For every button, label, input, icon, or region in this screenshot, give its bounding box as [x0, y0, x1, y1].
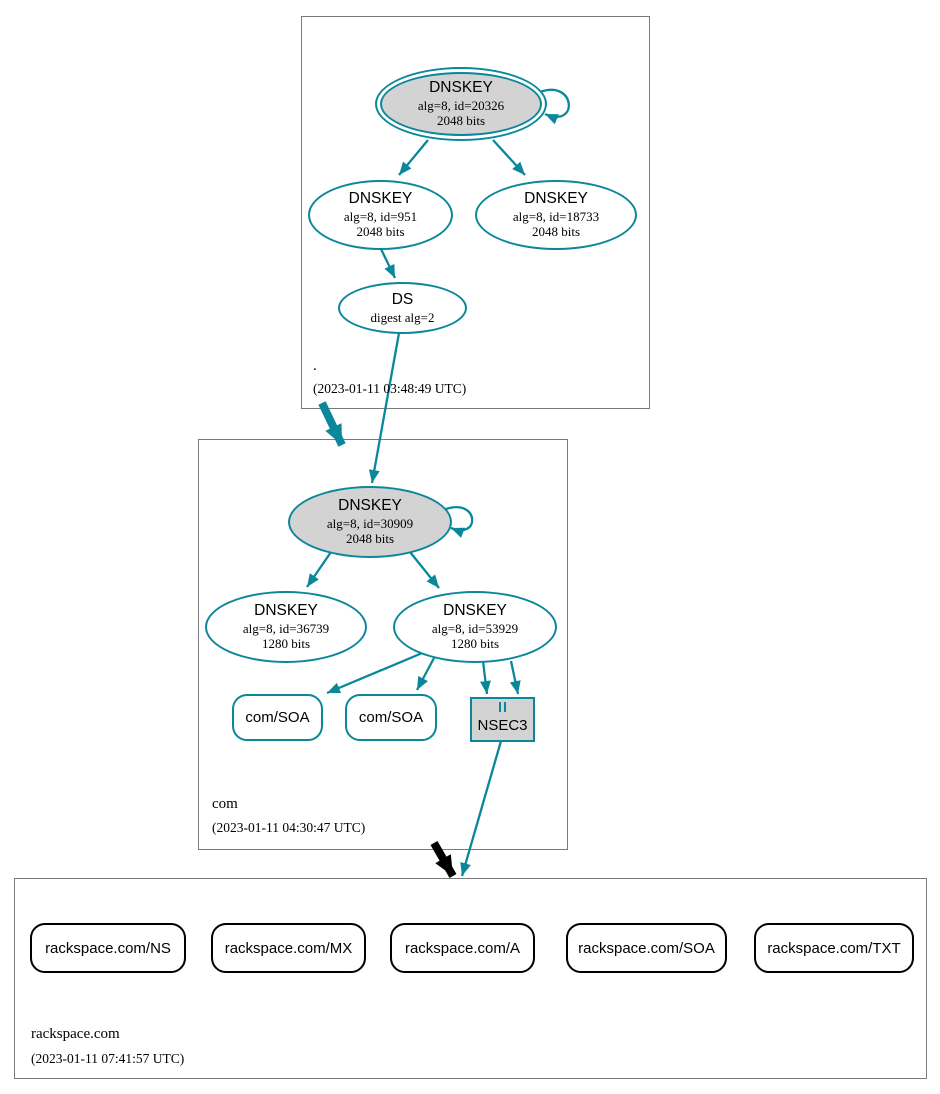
- nsec3-cell: [499, 702, 501, 712]
- node-rackspace-soa[interactable]: rackspace.com/SOA: [566, 923, 727, 973]
- node-root-dnskey-ksk-20326[interactable]: DNSKEY alg=8, id=20326 2048 bits: [375, 67, 547, 141]
- node-com-dnskey-36739[interactable]: DNSKEY alg=8, id=36739 1280 bits: [205, 591, 367, 663]
- node-root-dnskey-951[interactable]: DNSKEY alg=8, id=951 2048 bits: [308, 180, 453, 250]
- node-alg: alg=8, id=18733: [512, 208, 600, 224]
- rrset-label: com/SOA: [358, 709, 424, 726]
- rrset-label: com/SOA: [245, 709, 310, 726]
- node-title: DNSKEY: [348, 190, 413, 208]
- node-rackspace-ns[interactable]: rackspace.com/NS: [30, 923, 186, 973]
- node-com-soa-1[interactable]: com/SOA: [232, 694, 323, 741]
- node-bits: 2048 bits: [356, 224, 405, 240]
- zone-timestamp-root: (2023-01-11 03:48:49 UTC): [313, 381, 467, 396]
- node-com-dnskey-53929[interactable]: DNSKEY alg=8, id=53929 1280 bits: [393, 591, 557, 663]
- node-root-dnskey-18733[interactable]: DNSKEY alg=8, id=18733 2048 bits: [475, 180, 637, 250]
- nsec3-label: NSEC3: [477, 716, 528, 734]
- rrset-label: rackspace.com/NS: [45, 939, 171, 957]
- node-com-dnskey-ksk-30909[interactable]: DNSKEY alg=8, id=30909 2048 bits: [288, 486, 452, 558]
- node-bits: 2048 bits: [345, 531, 395, 547]
- node-root-ds[interactable]: DS digest alg=2: [338, 282, 467, 334]
- node-rackspace-mx[interactable]: rackspace.com/MX: [211, 923, 366, 973]
- node-title: DNSKEY: [429, 79, 493, 97]
- sep-key-inner-ring: [380, 72, 542, 136]
- node-alg: alg=8, id=20326: [417, 97, 505, 113]
- node-title: DNSKEY: [524, 190, 588, 208]
- rrset-label: rackspace.com/A: [404, 939, 521, 957]
- zone-box-rackspace: [14, 878, 927, 1079]
- node-alg: digest alg=2: [370, 309, 435, 325]
- node-title: DNSKEY: [443, 602, 507, 620]
- node-title: DS: [391, 290, 414, 308]
- node-alg: alg=8, id=30909: [326, 515, 414, 531]
- nsec3-cell: [504, 702, 506, 712]
- node-title: DNSKEY: [254, 602, 318, 620]
- node-alg: alg=8, id=951: [343, 208, 418, 224]
- node-rackspace-a[interactable]: rackspace.com/A: [390, 923, 535, 973]
- rrset-label: rackspace.com/MX: [224, 939, 353, 957]
- zone-box-root: [301, 16, 650, 409]
- node-rackspace-txt[interactable]: rackspace.com/TXT: [754, 923, 914, 973]
- rrset-label: rackspace.com/TXT: [767, 939, 901, 957]
- nsec3-header-row: [499, 702, 506, 712]
- zone-label-com: com: [212, 796, 238, 812]
- zone-timestamp-rackspace: (2023-01-11 07:41:57 UTC): [31, 1051, 185, 1066]
- zone-timestamp-com: (2023-01-11 04:30:47 UTC): [212, 820, 366, 835]
- node-bits: 1280 bits: [261, 636, 311, 652]
- node-bits: 2048 bits: [531, 224, 581, 240]
- node-title: DNSKEY: [338, 497, 402, 515]
- zone-label-rackspace: rackspace.com: [31, 1026, 120, 1042]
- rrset-label: rackspace.com/SOA: [578, 939, 715, 957]
- node-bits: 2048 bits: [436, 113, 486, 129]
- node-bits: 1280 bits: [450, 636, 500, 652]
- node-alg: alg=8, id=36739: [242, 620, 330, 636]
- node-com-nsec3[interactable]: NSEC3: [470, 697, 535, 742]
- node-com-soa-2[interactable]: com/SOA: [345, 694, 437, 741]
- node-alg: alg=8, id=53929: [431, 620, 519, 636]
- zone-label-root: .: [313, 358, 317, 374]
